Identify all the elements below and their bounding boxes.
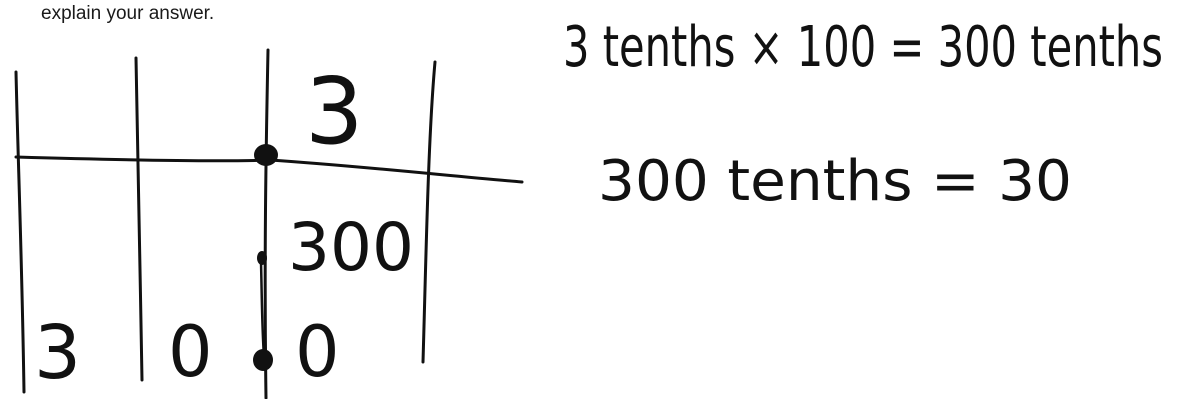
chart-divider-line-3 [263,48,270,399]
decimal-point-dot-top [254,144,278,166]
chart-bottom-digit-tenths: 0 [168,311,213,393]
decimal-point-dot-middle [257,251,267,265]
chart-divider-line-2 [134,56,144,382]
chart-divider-line-4 [421,60,437,364]
chart-top-digit: 3 [305,58,364,165]
place-value-chart-grid [14,48,524,399]
chart-bottom-digit-ones: 3 [34,310,81,396]
chart-bottom-digit-hundredths: 0 [295,311,340,393]
work-line-2: 300 tenths = 30 [598,149,1072,214]
chart-divider-line-1 [14,70,26,394]
decimal-point-dot-bottom [253,349,273,371]
instruction-text: explain your answer. [41,3,215,24]
work-line-1: 3 tenths × 100 = 300 tenths [563,15,1163,80]
chart-middle-label: 300 [288,209,414,286]
